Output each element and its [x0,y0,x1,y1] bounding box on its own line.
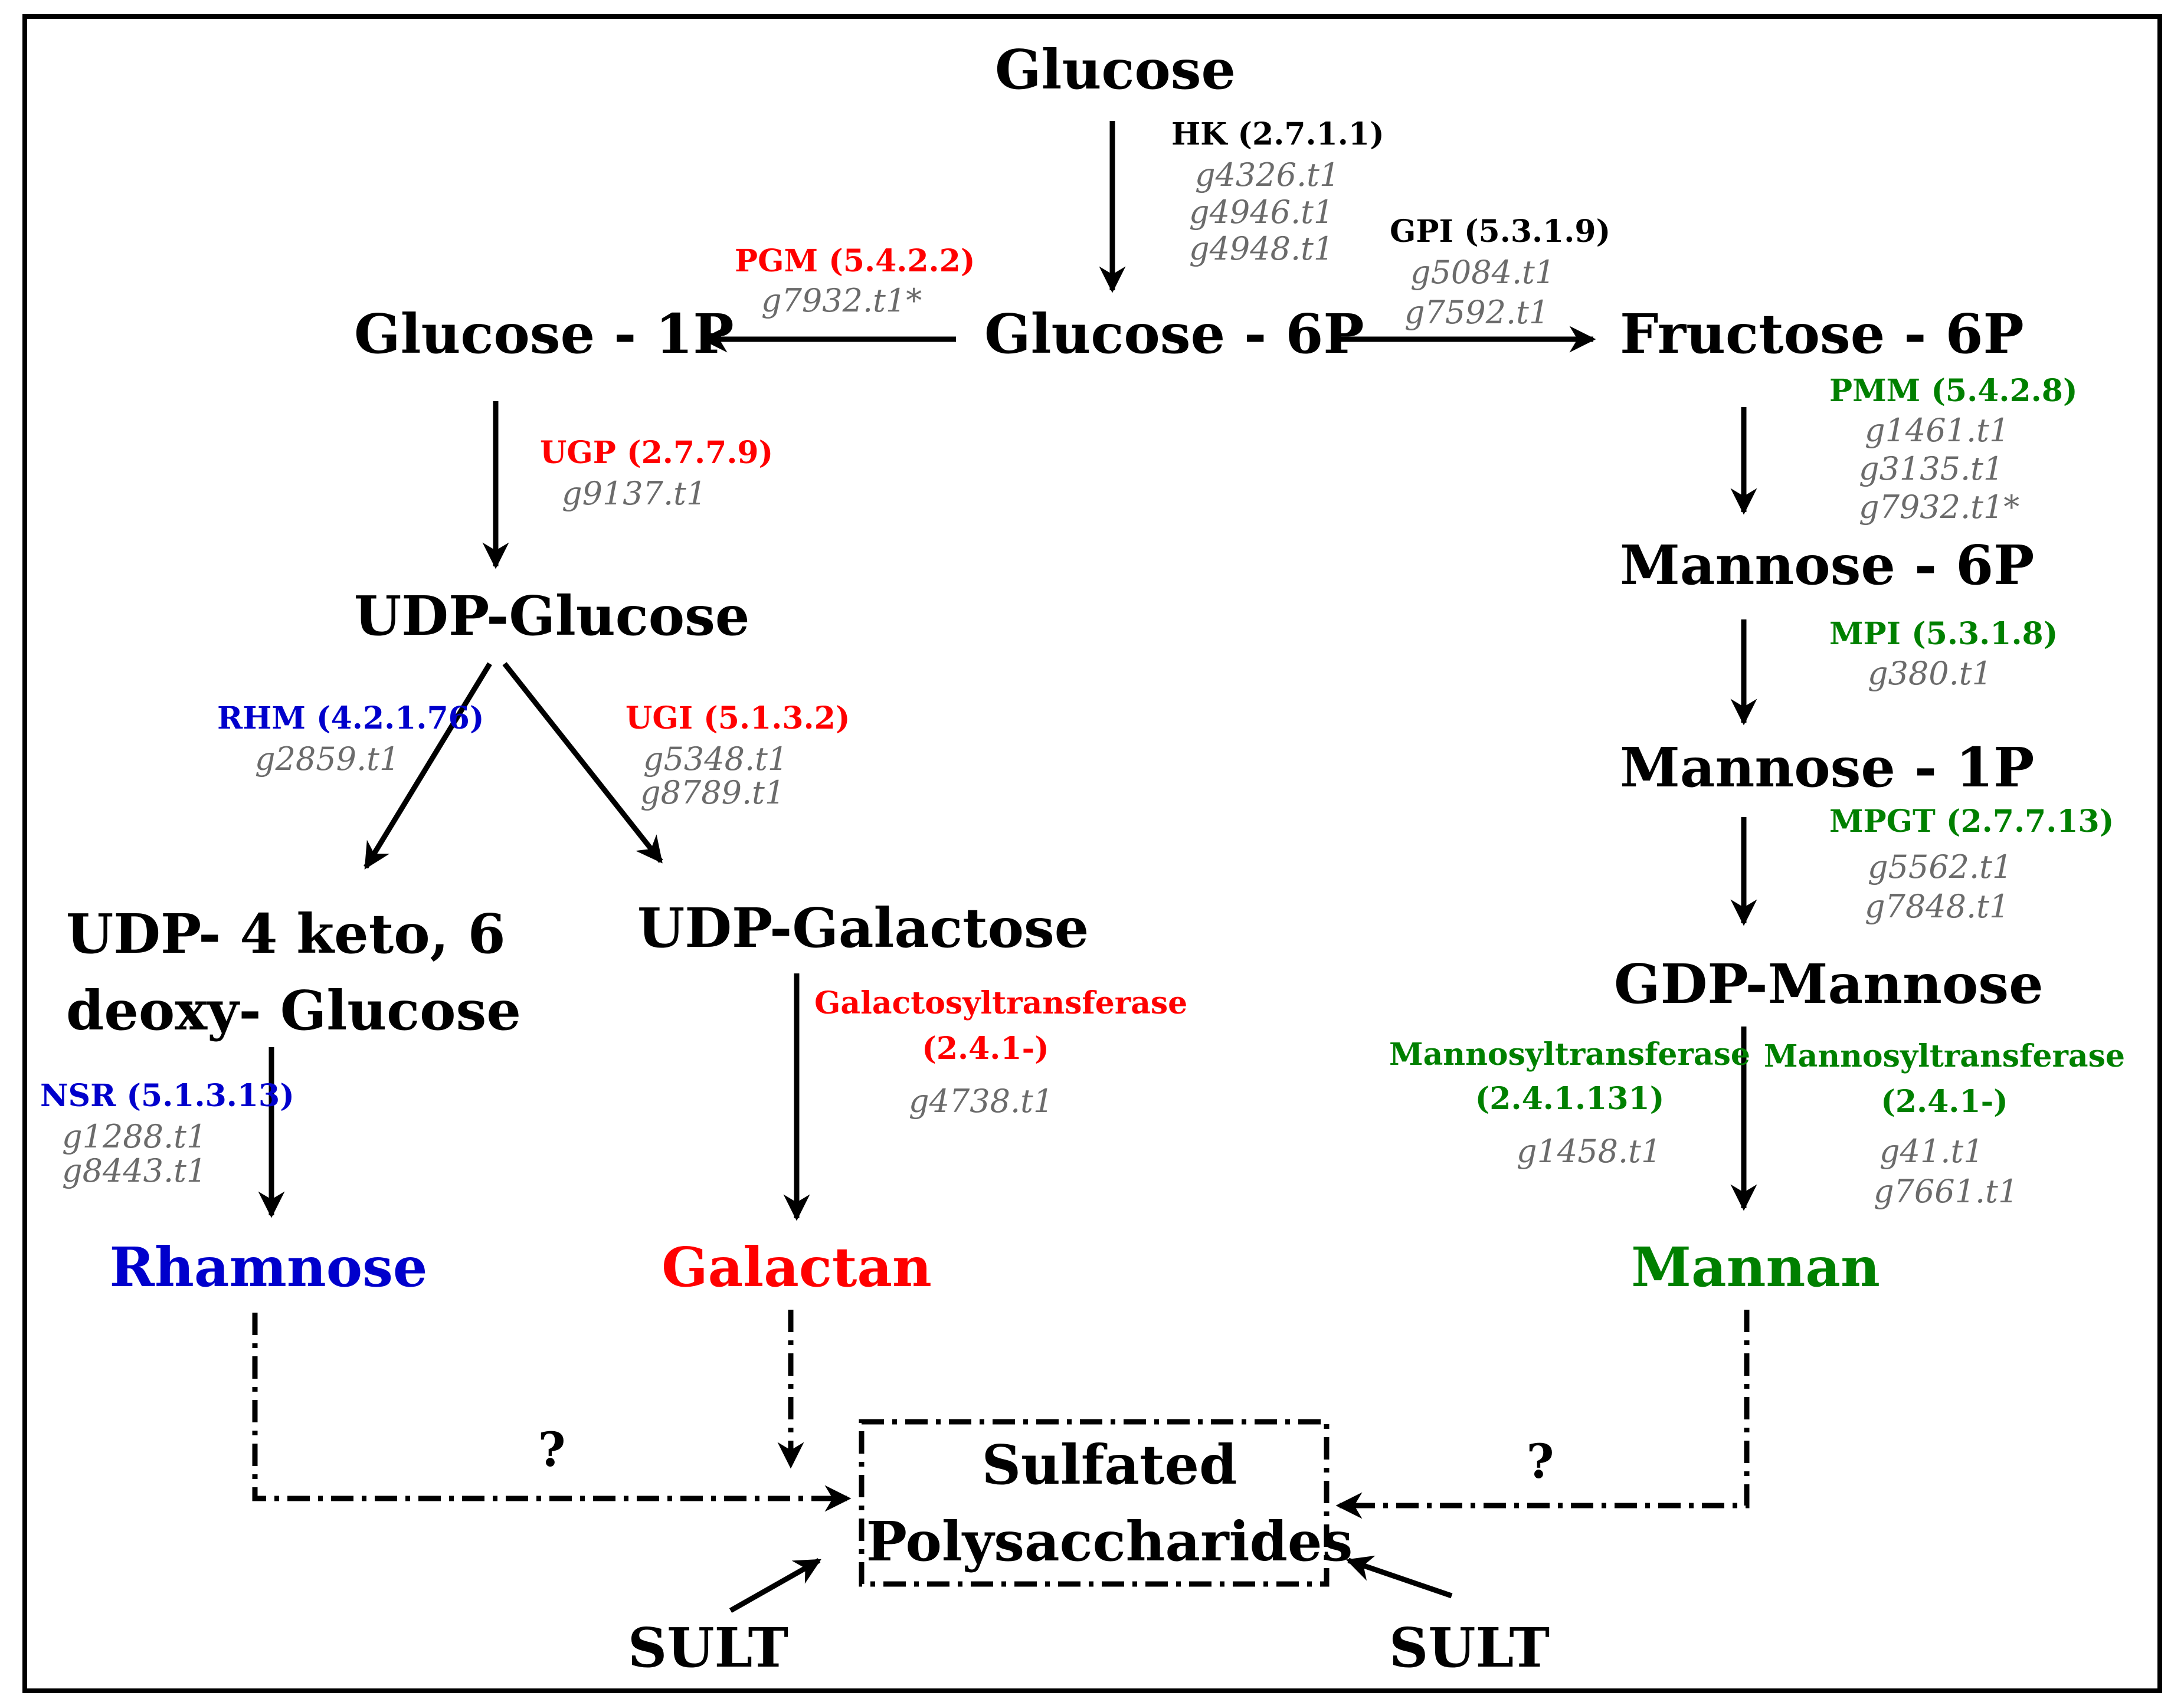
arrow-sult-left [729,1558,821,1613]
node-gdp-mannose: GDP-Mannose [1614,952,2044,1016]
gene-mant1-1: g1458.t1 [1517,1133,1661,1170]
enzyme-mant2-label-line2: (2.4.1-) [1881,1084,2008,1120]
enzyme-hk-label: HK (2.7.1.1) [1171,116,1384,152]
gene-pmm-1: g1461.t1 [1865,412,2009,449]
gene-ugi-1: g5348.t1 [643,740,788,778]
node-udp-glucose: UDP-Glucose [354,584,749,648]
gene-ugp-1: g9137.t1 [562,475,706,512]
gene-mpi-1: g380.t1 [1868,655,1992,692]
dashed-mannan-to-box [1335,1310,1750,1519]
enzyme-nsr-label: NSR (5.1.3.13) [40,1078,294,1114]
dashed-rhamnose-to-box [252,1313,852,1512]
gene-nsr-1: g1288.t1 [62,1118,207,1155]
sult-left-label: SULT [628,1616,788,1680]
enzyme-galt-label-line2: (2.4.1-) [922,1031,1049,1067]
outer-frame [22,14,2162,1693]
enzyme-ugi-label: UGI (5.1.3.2) [626,700,850,736]
gene-pmm-2: g3135.t1 [1859,450,2003,487]
unknown-mark-right: ? [1527,1434,1554,1489]
enzyme-rhm-label: RHM (4.2.1.76) [217,700,484,736]
gene-mant2-2: g7661.t1 [1874,1173,2018,1210]
enzyme-pgm-label: PGM (5.4.2.2) [735,243,975,279]
product-mannan: Mannan [1631,1235,1880,1299]
node-mannose-6p: Mannose - 6P [1620,533,2034,597]
node-fructose-6p: Fructose - 6P [1620,302,2024,366]
gene-mpgt-1: g5562.t1 [1868,848,2012,886]
gene-nsr-2: g8443.t1 [62,1152,207,1189]
enzyme-gpi-label: GPI (5.3.1.9) [1390,214,1610,250]
sulfated-box [859,1419,1330,1587]
sulfated-line2: Polysaccharides [866,1510,1353,1573]
gene-pgm-1: g7932.t1* [761,282,922,319]
gene-hk-1: g4326.t1 [1195,156,1340,194]
node-glucose-6p: Glucose - 6P [984,302,1364,366]
enzyme-mpi-label: MPI (5.3.1.8) [1829,616,2058,652]
product-rhamnose: Rhamnose [110,1235,428,1299]
gene-gpi-1: g5084.t1 [1410,254,1555,291]
unknown-mark-left: ? [538,1422,566,1477]
enzyme-galt-label-line1: Galactosyltransferase [814,985,1187,1021]
arrow-sult-right [1345,1555,1453,1599]
node-glucose: Glucose [995,38,1236,101]
node-udp-keto-line2: deoxy- Glucose [66,979,521,1042]
arrow-udpg-to-udpgal [502,662,663,864]
enzyme-ugp-label: UGP (2.7.7.9) [540,435,773,471]
enzyme-mpgt-label: MPGT (2.7.7.13) [1829,804,2114,839]
gene-pmm-3: g7932.t1* [1859,488,2019,526]
enzyme-pmm-label: PMM (5.4.2.8) [1829,373,2078,409]
gene-galt-1: g4738.t1 [909,1083,1053,1120]
gene-hk-2: g4946.t1 [1189,194,1334,231]
enzyme-mant2-label-line1: Mannosyltransferase [1764,1038,2125,1074]
sulfated-line1: Sulfated [982,1433,1237,1497]
gene-hk-3: g4948.t1 [1189,230,1334,267]
node-mannose-1p: Mannose - 1P [1620,736,2034,799]
node-udp-galactose: UDP-Galactose [637,896,1089,960]
gene-rhm-1: g2859.t1 [255,740,400,778]
gene-ugi-2: g8789.t1 [640,774,785,811]
product-galactan: Galactan [662,1235,932,1299]
sult-right-label: SULT [1389,1616,1550,1680]
arrow-udpg-to-udpketo [364,662,492,870]
node-glucose-1p: Glucose - 1P [354,302,734,366]
enzyme-mant1-label-line2: (2.4.1.131) [1475,1081,1665,1117]
gene-gpi-2: g7592.t1 [1404,294,1549,331]
gene-mpgt-2: g7848.t1 [1865,888,2009,925]
gene-mant2-1: g41.t1 [1880,1133,1984,1170]
node-udp-keto-line1: UDP- 4 keto, 6 [66,902,506,966]
enzyme-mant1-label-line1: Mannosyltransferase [1389,1037,1750,1073]
